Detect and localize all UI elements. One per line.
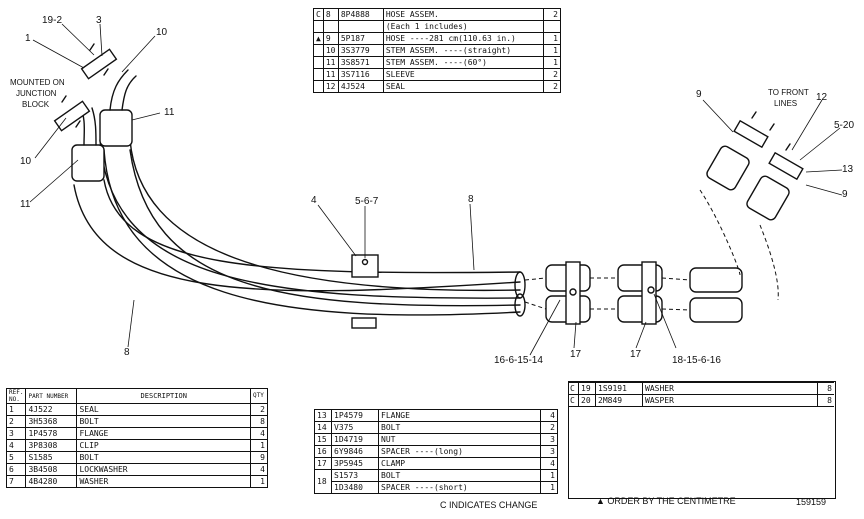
callout-10-upper: 10 bbox=[156, 27, 168, 38]
order-note: ▲ ORDER BY THE CENTIMETRE bbox=[596, 496, 736, 506]
callout-16-6-15-14: 16-6-15-14 bbox=[494, 355, 543, 366]
callout-17-right: 17 bbox=[630, 349, 642, 360]
stem-assembly-upper bbox=[99, 109, 133, 147]
mounted-on-label-1: MOUNTED ON bbox=[10, 78, 65, 87]
callout-5-20: 5-20 bbox=[834, 120, 855, 131]
change-note: C INDICATES CHANGE bbox=[440, 500, 538, 510]
to-front-label-1: TO FRONT bbox=[768, 88, 809, 97]
mounted-on-label-3: BLOCK bbox=[22, 100, 50, 109]
callout-5-6-7: 5-6-7 bbox=[355, 196, 379, 207]
hose-clip bbox=[351, 254, 379, 278]
callout-13: 13 bbox=[842, 164, 854, 175]
to-front-label-2: LINES bbox=[774, 99, 798, 108]
callout-9-lower: 9 bbox=[842, 189, 848, 200]
stem-assembly-right-lower bbox=[746, 175, 790, 221]
callout-3: 3 bbox=[96, 15, 102, 26]
callout-12: 12 bbox=[816, 92, 828, 103]
mounted-on-label-2: JUNCTION bbox=[16, 89, 57, 98]
callout-1: 1 bbox=[25, 33, 31, 44]
illustration-number: 159159 bbox=[796, 497, 827, 507]
callout-10-lower: 10 bbox=[20, 156, 32, 167]
callout-17-left: 17 bbox=[570, 349, 582, 360]
flange-upper bbox=[80, 48, 118, 80]
callout-11-upper: 11 bbox=[164, 107, 175, 118]
callout-9-upper: 9 bbox=[696, 89, 702, 100]
clamp-left bbox=[565, 261, 581, 325]
parts-table-right-frame bbox=[568, 381, 836, 499]
flange-lower bbox=[53, 100, 91, 132]
callout-11-lower: 11 bbox=[20, 199, 31, 210]
table-header-row: REF. NO. PART NUMBER DESCRIPTION QTY bbox=[5, 388, 268, 404]
stem-assembly-lower bbox=[71, 144, 105, 182]
callout-8-upper: 8 bbox=[468, 194, 474, 205]
callout-4: 4 bbox=[311, 195, 317, 206]
stem-assembly-right-upper bbox=[706, 145, 750, 191]
callout-8-lower: 8 bbox=[124, 347, 130, 358]
table-row: (Each 1 includes) bbox=[313, 20, 561, 33]
callout-18-15-6-16: 18-15-6-16 bbox=[672, 355, 721, 366]
callout-19-2: 19-2 bbox=[42, 15, 63, 26]
